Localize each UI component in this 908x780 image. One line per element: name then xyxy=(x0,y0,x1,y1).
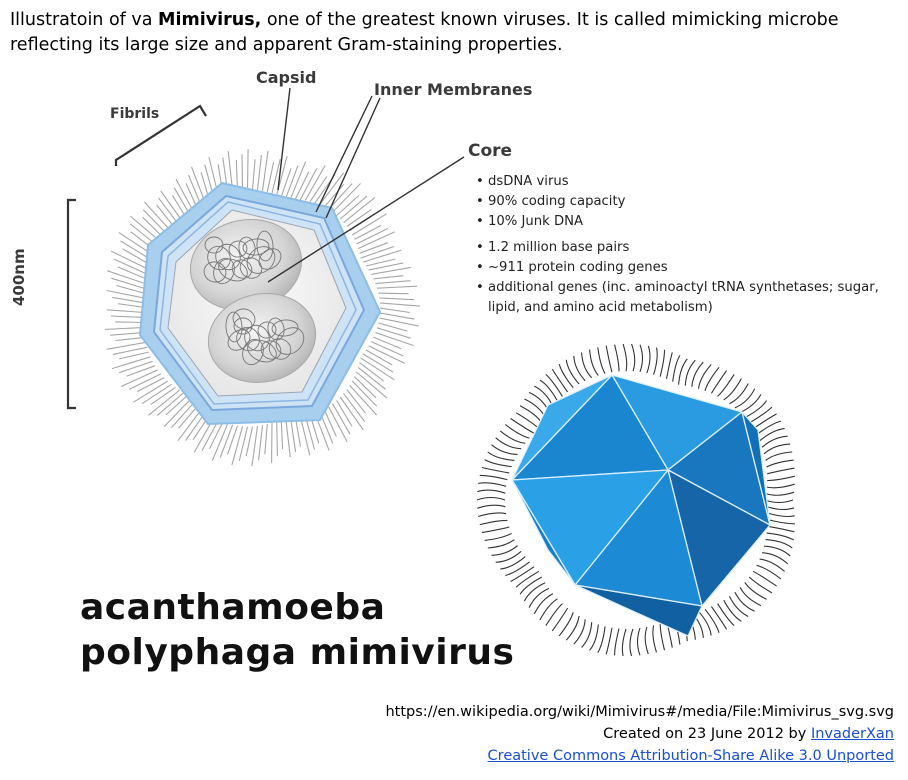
fibrils-bracket xyxy=(114,104,207,166)
license-link[interactable]: Creative Commons Attribution-Share Alike… xyxy=(487,748,894,764)
created-text: Created on 23 June 2012 by xyxy=(603,726,811,742)
species-name: acanthamoeba polyphaga mimivirus xyxy=(80,585,514,675)
pointer-lines xyxy=(66,87,465,410)
scale-label: 400nm xyxy=(10,248,28,306)
caption: Illustratoin of va Mimivirus, one of the… xyxy=(10,8,900,58)
fact-item: dsDNA virus xyxy=(476,172,888,192)
created-line: Created on 23 June 2012 by InvaderXan xyxy=(385,723,894,745)
fact-item: 10% Junk DNA xyxy=(476,212,888,232)
fact-item: 1.2 million base pairs xyxy=(476,238,888,258)
caption-prefix: Illustratoin of va xyxy=(10,10,159,30)
caption-bold: Mimivirus, xyxy=(158,10,262,30)
fibrils-label: Fibrils xyxy=(110,106,160,122)
fibrils xyxy=(105,149,420,466)
inner-membranes-label: Inner Membranes xyxy=(374,80,533,99)
fact-item: additional genes (inc. aminoactyl tRNA s… xyxy=(476,278,888,318)
fact-item: 90% coding capacity xyxy=(476,192,888,212)
source-url: https://en.wikipedia.org/wiki/Mimivirus#… xyxy=(385,704,894,720)
icosahedron-capsid xyxy=(511,374,771,637)
species-line-1: acanthamoeba xyxy=(80,587,386,628)
capsid-cross-section xyxy=(138,181,382,426)
credits: https://en.wikipedia.org/wiki/Mimivirus#… xyxy=(385,701,894,767)
species-line-2: polyphaga mimivirus xyxy=(80,632,515,673)
fact-item: ~911 protein coding genes xyxy=(476,258,888,278)
caption-rest: one of the greatest known viruses. It is… xyxy=(10,10,839,55)
capsid-label: Capsid xyxy=(256,68,317,87)
author-link[interactable]: InvaderXan xyxy=(810,726,894,742)
icosahedron-fibrils xyxy=(476,343,796,657)
scale-bar xyxy=(66,198,76,410)
core-facts-list: dsDNA virus 90% coding capacity 10% Junk… xyxy=(476,172,888,318)
dna-coils xyxy=(203,230,305,366)
nucleoid-lower xyxy=(207,293,317,383)
core-label: Core xyxy=(468,141,513,161)
